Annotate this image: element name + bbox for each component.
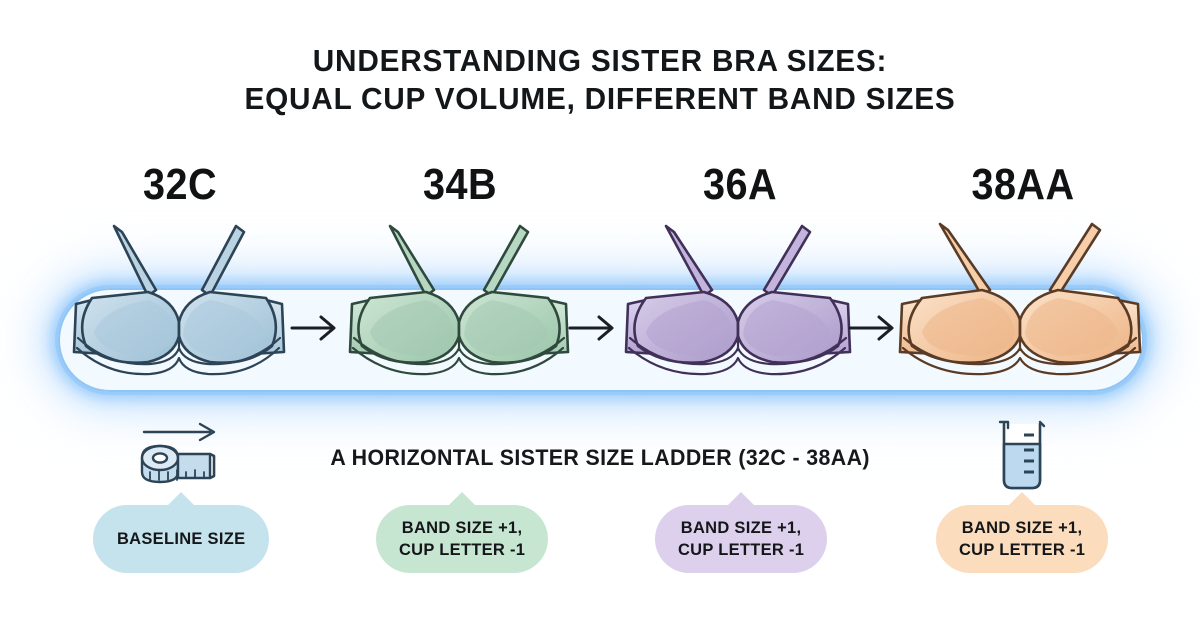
size-label-1: 34B bbox=[423, 160, 497, 209]
ladder-caption-text: A HORIZONTAL SISTER SIZE LADDER (32C - 3… bbox=[330, 445, 870, 470]
title-line-2: EQUAL CUP VOLUME, DIFFERENT BAND SIZES bbox=[244, 81, 956, 116]
page-title: UNDERSTANDING SISTER BRA SIZES: EQUAL CU… bbox=[0, 42, 1200, 118]
beaker-icon bbox=[992, 418, 1052, 494]
bra-illustration-32c bbox=[62, 140, 312, 400]
badge-36a: BAND SIZE +1, CUP LETTER -1 bbox=[655, 492, 827, 573]
title-line-1: UNDERSTANDING SISTER BRA SIZES: bbox=[312, 43, 888, 78]
badge-tail-36a bbox=[728, 492, 754, 505]
size-label-2: 36A bbox=[703, 160, 777, 209]
size-label-0: 32C bbox=[143, 160, 217, 209]
badge-label-36a: BAND SIZE +1, CUP LETTER -1 bbox=[677, 518, 805, 559]
badge-label-38aa: BAND SIZE +1, CUP LETTER -1 bbox=[958, 518, 1086, 559]
bra-illustration-36a bbox=[620, 140, 870, 400]
badge-38aa: BAND SIZE +1, CUP LETTER -1 bbox=[936, 492, 1108, 573]
bra-illustration-38aa bbox=[896, 140, 1156, 400]
badge-tail-32c bbox=[168, 492, 194, 505]
step-arrow-1 bbox=[288, 312, 342, 344]
badge-34b: BAND SIZE +1, CUP LETTER -1 bbox=[376, 492, 548, 573]
step-arrow-3 bbox=[846, 312, 900, 344]
ladder-caption: A HORIZONTAL SISTER SIZE LADDER (32C - 3… bbox=[0, 445, 1200, 471]
bra-illustration-stage bbox=[0, 140, 1200, 420]
bra-illustration-34b bbox=[342, 140, 592, 400]
badge-tail-38aa bbox=[1009, 492, 1035, 505]
step-arrow-2 bbox=[566, 312, 620, 344]
badge-tail-34b bbox=[449, 492, 475, 505]
badge-32c: BASELINE SIZE bbox=[93, 492, 269, 573]
size-label-3: 38AA bbox=[971, 160, 1075, 209]
badge-label-32c: BASELINE SIZE bbox=[116, 529, 246, 548]
badge-label-34b: BAND SIZE +1, CUP LETTER -1 bbox=[398, 518, 526, 559]
measuring-tape-icon bbox=[134, 420, 228, 492]
size-label-row: 32C 34B 36A 38AA bbox=[0, 160, 1200, 212]
